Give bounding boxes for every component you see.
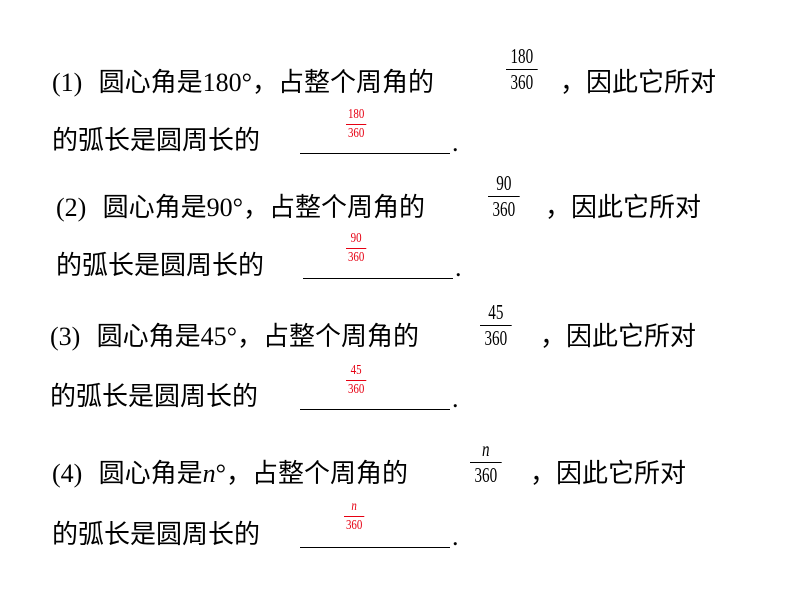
- question-suffix: ，因此它所对: [560, 68, 717, 98]
- fraction: 180 360: [506, 46, 538, 93]
- question-middle: ，占整个周角的: [226, 459, 409, 489]
- fraction-denominator: 360: [484, 326, 508, 350]
- answer-blank: [300, 409, 450, 410]
- fraction-denominator: 360: [474, 463, 498, 487]
- question-item-2: (2) 圆心角是90°，占整个周角的 90 360 ，因此它所对 的弧长是圆周长…: [0, 0, 794, 283]
- answer-blank: [303, 278, 453, 279]
- answer-fraction-bar: [346, 248, 367, 249]
- fraction-denominator: 360: [492, 197, 516, 221]
- question-item-3: (3) 圆心角是45°，占整个周角的 45 360 ，因此它所对 的弧长是圆周长…: [0, 0, 794, 414]
- angle-value: 90°: [206, 193, 244, 222]
- answer-fraction-bar: [346, 124, 367, 125]
- fraction-bar: [480, 325, 512, 326]
- answer-fraction: 180 360: [346, 107, 367, 141]
- question-suffix: ，因此它所对: [530, 459, 687, 489]
- question-middle: ，占整个周角的: [237, 322, 420, 352]
- fraction-denominator: 360: [510, 70, 534, 94]
- question-prefix: 圆心角是: [96, 322, 201, 352]
- degree-symbol: °: [215, 459, 227, 488]
- period: .: [452, 128, 459, 157]
- question-label: (2): [56, 193, 87, 222]
- fraction: 90 360: [488, 173, 520, 220]
- question-line-1: (2) 圆心角是90°，占整个周角的: [56, 193, 425, 223]
- question-line-1: (4) 圆心角是n°，占整个周角的: [52, 459, 408, 489]
- question-label: (4): [52, 459, 83, 488]
- answer-numerator: 45: [350, 363, 362, 378]
- period: .: [455, 253, 462, 282]
- answer-numerator: 180: [347, 107, 365, 122]
- fraction-numerator: n: [482, 437, 490, 461]
- answer-fraction-bar: [346, 380, 367, 381]
- question-middle: ，占整个周角的: [252, 68, 435, 98]
- angle-variable: n: [202, 459, 216, 488]
- fraction: 45 360: [480, 302, 512, 349]
- question-label: (1): [52, 68, 83, 97]
- answer-denominator: 360: [347, 126, 365, 141]
- question-line-2: 的弧长是圆周长的: [52, 126, 261, 156]
- question-suffix: ，因此它所对: [545, 193, 702, 223]
- question-item-4: (4) 圆心角是n°，占整个周角的 n 360 ，因此它所对 的弧长是圆周长的 …: [0, 0, 794, 552]
- answer-blank: [300, 547, 450, 548]
- angle-value: 180°: [202, 68, 253, 97]
- question-prefix: 圆心角是: [98, 68, 203, 98]
- answer-numerator: n: [351, 499, 357, 514]
- question-prefix: 圆心角是: [98, 459, 203, 489]
- question-suffix: ，因此它所对: [540, 322, 697, 352]
- question-label: (3): [50, 322, 81, 351]
- answer-fraction: n 360: [344, 499, 365, 533]
- answer-fraction: 90 360: [346, 231, 367, 265]
- question-item-1: (1) 圆心角是180°，占整个周角的 180 360 ，因此它所对 的弧长是圆…: [0, 0, 794, 158]
- question-line-2: 的弧长是圆周长的: [56, 251, 265, 281]
- answer-fraction: 45 360: [346, 363, 367, 397]
- answer-fraction-bar: [344, 516, 365, 517]
- question-line-2: 的弧长是圆周长的: [52, 520, 261, 550]
- fraction-numerator: 90: [496, 171, 512, 195]
- answer-denominator: 360: [347, 250, 365, 265]
- period: .: [452, 522, 459, 551]
- answer-blank: [300, 153, 450, 154]
- fraction-bar: [488, 196, 520, 197]
- question-line-2: 的弧长是圆周长的: [50, 382, 259, 412]
- fraction: n 360: [470, 439, 502, 486]
- angle-value: 45°: [200, 322, 238, 351]
- fraction-bar: [506, 69, 538, 70]
- fraction-numerator: 180: [510, 44, 534, 68]
- answer-numerator: 90: [350, 231, 362, 246]
- question-prefix: 圆心角是: [102, 193, 207, 223]
- question-middle: ，占整个周角的: [243, 193, 426, 223]
- fraction-numerator: 45: [488, 300, 504, 324]
- answer-denominator: 360: [347, 382, 365, 397]
- question-line-1: (3) 圆心角是45°，占整个周角的: [50, 322, 419, 352]
- period: .: [452, 384, 459, 413]
- answer-denominator: 360: [345, 518, 363, 533]
- question-line-1: (1) 圆心角是180°，占整个周角的: [52, 68, 434, 98]
- fraction-bar: [470, 462, 502, 463]
